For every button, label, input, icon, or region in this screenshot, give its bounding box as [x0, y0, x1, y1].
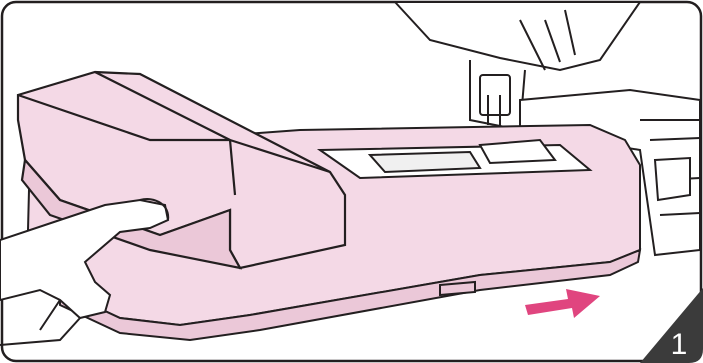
step-badge-number: 1 [671, 328, 688, 361]
